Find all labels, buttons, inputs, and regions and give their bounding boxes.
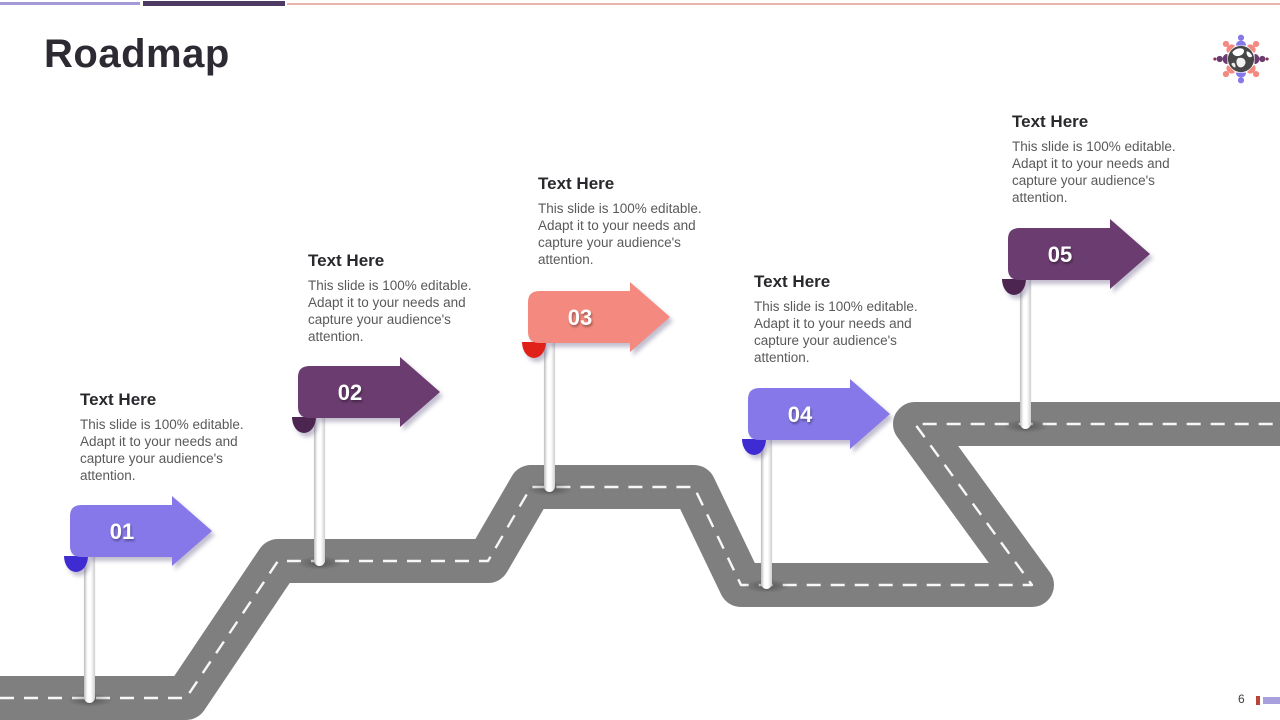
milestone-05-description: This slide is 100% editable. Adapt it to…	[1012, 139, 1176, 205]
page-number: 6	[1238, 692, 1245, 706]
milestone-01-title: Text Here	[80, 390, 157, 409]
arrow-banner-icon	[748, 379, 890, 449]
ribbon-curl-icon	[522, 342, 546, 358]
milestone-04-number: 04	[788, 402, 813, 427]
milestone-03-description: This slide is 100% editable. Adapt it to…	[538, 201, 702, 267]
top-accent-bar-right	[287, 3, 1280, 5]
road-dashed-centerline	[0, 422, 1280, 700]
milestone-04-title: Text Here	[754, 272, 831, 291]
milestone-04-sign: 04	[738, 375, 898, 459]
arrow-banner-icon	[1008, 219, 1150, 289]
top-accent-bar-mid	[143, 1, 285, 6]
top-accent-bar-left	[0, 2, 140, 5]
globe-people-logo	[1213, 34, 1269, 84]
milestone-02-text-block: Text Here This slide is 100% editable. A…	[308, 251, 472, 345]
milestone-03-number: 03	[568, 305, 592, 330]
milestone-03-title: Text Here	[538, 174, 615, 193]
milestone-02-number: 02	[338, 380, 362, 405]
slide-title: Roadmap	[44, 32, 230, 76]
globe-icon	[1227, 45, 1255, 73]
milestone-02-title: Text Here	[308, 251, 385, 270]
milestone-02-sign: 02	[288, 353, 448, 437]
ribbon-curl-icon	[742, 439, 766, 455]
milestone-02-description: This slide is 100% editable. Adapt it to…	[308, 278, 472, 344]
milestone-05-pole	[1020, 273, 1031, 429]
milestone-01-description: This slide is 100% editable. Adapt it to…	[80, 417, 244, 483]
arrow-banner-icon	[70, 496, 212, 566]
milestone-04-pole	[761, 433, 772, 589]
milestone-01-sign: 01	[60, 492, 220, 576]
milestone-03-text-block: Text Here This slide is 100% editable. A…	[538, 174, 702, 268]
arrow-banner-icon	[528, 282, 670, 352]
milestone-04-text-block: Text Here This slide is 100% editable. A…	[754, 272, 918, 366]
milestone-01-number: 01	[110, 519, 134, 544]
footer-red-tick	[1256, 696, 1260, 705]
footer-purple-bar	[1263, 697, 1280, 704]
milestone-05-text-block: Text Here This slide is 100% editable. A…	[1012, 112, 1176, 206]
milestone-03-pole	[544, 336, 555, 492]
milestone-01-pole	[84, 550, 95, 703]
milestone-04-description: This slide is 100% editable. Adapt it to…	[754, 299, 918, 365]
milestone-02-pole	[314, 411, 325, 566]
milestone-05-sign: 05	[998, 215, 1158, 299]
milestone-05-title: Text Here	[1012, 112, 1089, 131]
ribbon-curl-icon	[64, 556, 88, 572]
arrow-banner-icon	[298, 357, 440, 427]
milestone-01-text-block: Text Here This slide is 100% editable. A…	[80, 390, 244, 484]
milestone-05-number: 05	[1048, 242, 1072, 267]
ribbon-curl-icon	[1002, 279, 1026, 295]
milestone-03-sign: 03	[518, 278, 678, 362]
logo-people-icons	[1213, 34, 1269, 84]
ribbon-curl-icon	[292, 417, 316, 433]
